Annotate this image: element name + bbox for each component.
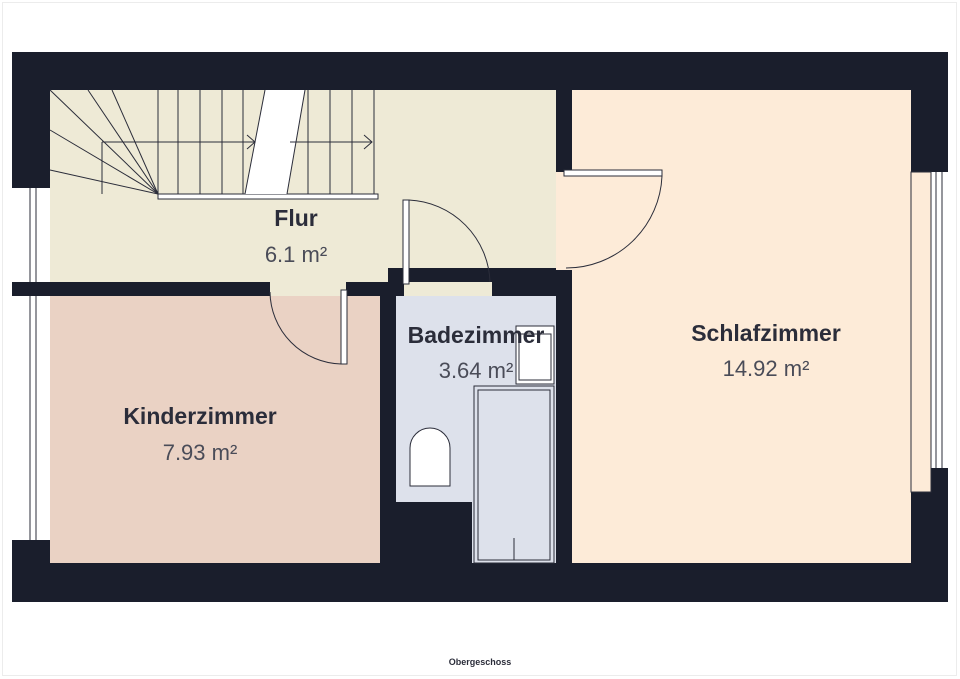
- floor-name: Obergeschoss: [448, 657, 512, 667]
- door-opening-flur-kinder: [270, 282, 346, 296]
- room-area-badezimmer: 3.64 m²: [439, 358, 514, 383]
- door-opening-flur-bad: [404, 282, 492, 296]
- room-area-flur: 6.1 m²: [265, 242, 327, 267]
- door-opening-flur-schlaf: [556, 172, 572, 270]
- door-flur-bad: [402, 199, 491, 285]
- room-schlafzimmer: [572, 90, 911, 563]
- room-area-kinderzimmer: 7.93 m²: [163, 440, 238, 465]
- room-flur: [50, 90, 556, 282]
- door-flur-schlaf: [563, 169, 663, 269]
- staircase: [49, 89, 379, 200]
- window-left-lower: [12, 296, 50, 540]
- room-name-kinderzimmer: Kinderzimmer: [123, 403, 276, 429]
- room-name-badezimmer: Badezimmer: [408, 322, 545, 348]
- room-area-schlafzimmer: 14.92 m²: [723, 356, 810, 381]
- bathtub: [473, 385, 555, 564]
- sink: [515, 325, 555, 385]
- door-flur-kinder: [269, 289, 348, 365]
- room-name-flur: Flur: [274, 205, 317, 231]
- room-kinderzimmer: [50, 296, 380, 563]
- window-left-upper: [12, 188, 50, 282]
- room-name-schlafzimmer: Schlafzimmer: [691, 320, 841, 346]
- toilet: [409, 427, 451, 487]
